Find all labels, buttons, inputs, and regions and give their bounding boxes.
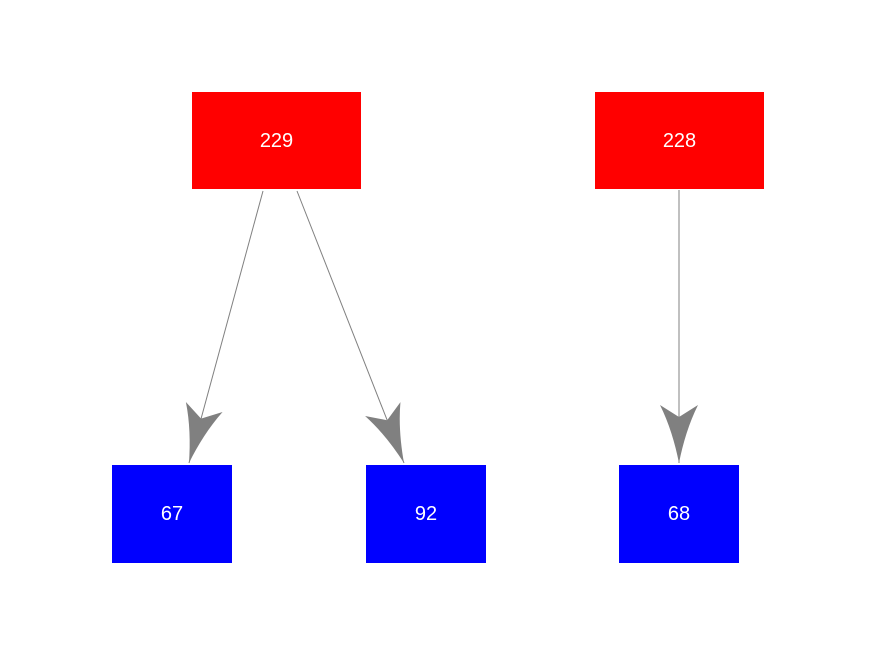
edge-arrow-229-67 [185,190,264,464]
node-label: 228 [662,129,697,152]
parent-node-229: 229 [192,92,361,189]
edge-arrow-229-92 [296,190,405,464]
node-label: 229 [259,129,294,152]
child-node-67: 67 [112,465,232,563]
child-node-68: 68 [619,465,739,563]
node-label: 68 [667,503,691,525]
child-node-92: 92 [366,465,486,563]
parent-node-228: 228 [595,92,764,189]
node-label: 92 [414,503,438,525]
node-label: 67 [160,503,184,525]
